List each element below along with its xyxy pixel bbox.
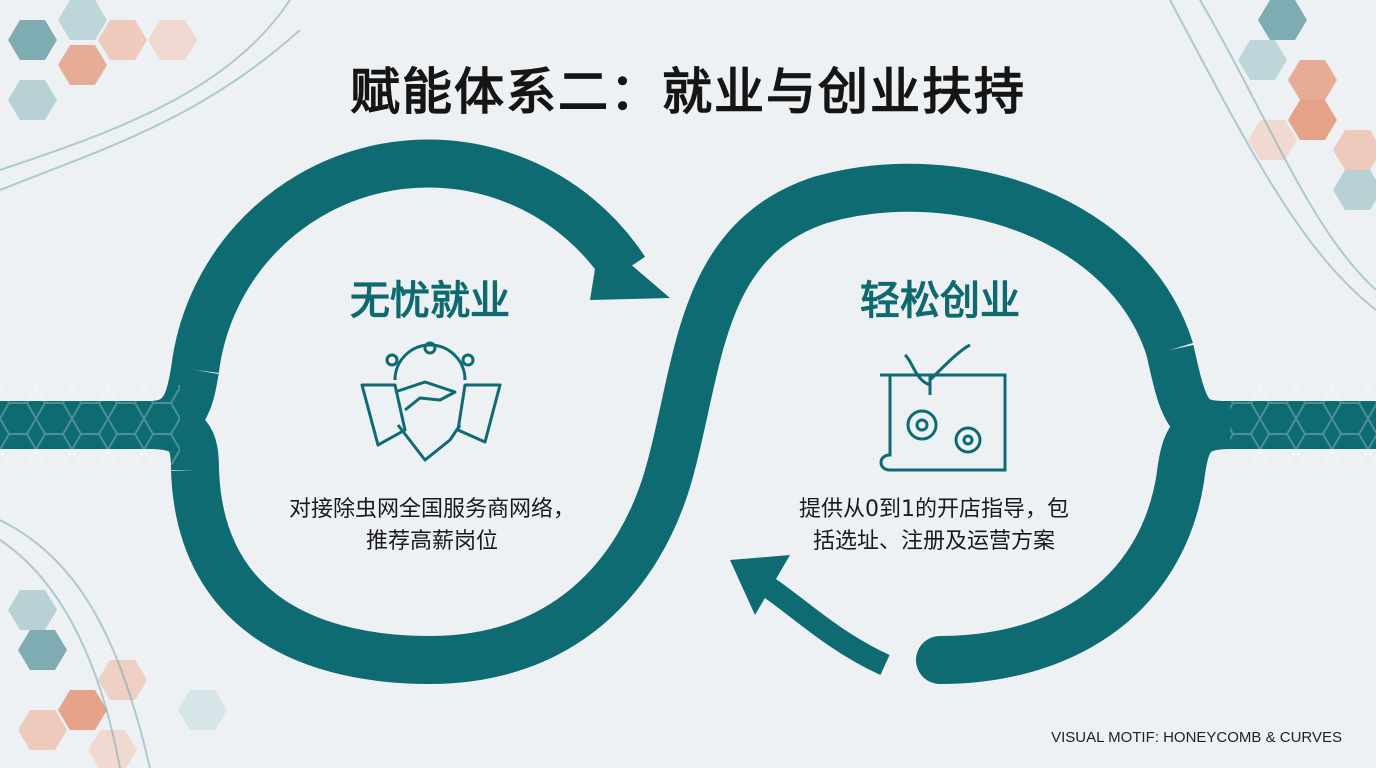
sprout-gears-blueprint-icon: [879, 343, 1007, 472]
hex-decoration-top-right: [1238, 0, 1376, 210]
hex-decoration-top-left: [8, 0, 197, 120]
arrow-tail-left: [759, 575, 890, 676]
handshake-icon: [360, 341, 502, 462]
page-title: 赋能体系二：就业与创业扶持: [350, 63, 1026, 121]
right-card-heading: 轻松创业: [860, 278, 1020, 324]
hex-decoration-bottom-left: [8, 590, 227, 768]
footer-motif-label: VISUAL MOTIF: HONEYCOMB & CURVES: [1051, 729, 1342, 746]
arrow-head-left: [730, 555, 790, 615]
right-card-description: 提供从0到1的开店指导，包括选址、注册及运营方案: [799, 497, 1069, 554]
arrow-head-right: [590, 238, 670, 300]
s-curve-path: [0, 139, 1376, 685]
left-card-heading: 无忧就业: [350, 278, 510, 324]
left-card-description: 对接除虫网全国服务商网络，推荐高薪岗位: [288, 497, 575, 554]
